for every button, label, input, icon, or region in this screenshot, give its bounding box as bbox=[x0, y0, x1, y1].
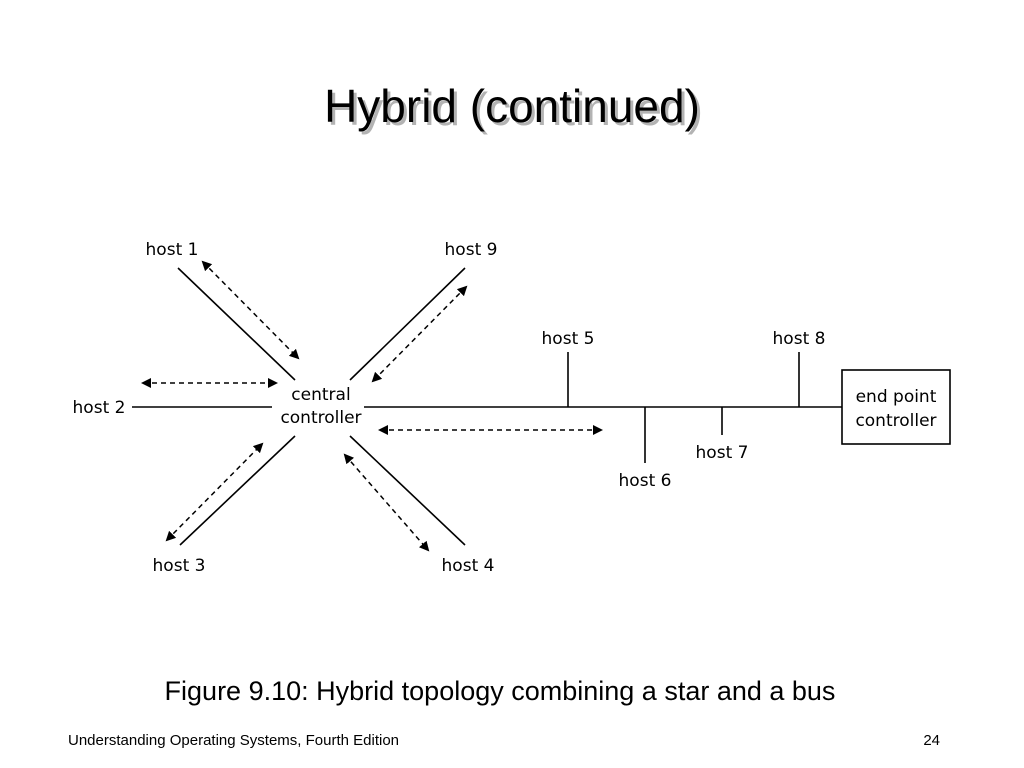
end-point-controller-box bbox=[841, 369, 951, 445]
flow-arrow-host-3 bbox=[165, 442, 264, 542]
host-label-1: host 1 bbox=[146, 240, 199, 260]
page-number: 24 bbox=[923, 732, 940, 749]
flow-arrow-host-9 bbox=[371, 285, 468, 383]
host-label-5: host 5 bbox=[542, 329, 595, 349]
data-flow-arrows bbox=[141, 260, 603, 552]
link-host-3 bbox=[179, 435, 296, 546]
footer-book-title: Understanding Operating Systems, Fourth … bbox=[68, 732, 400, 749]
host-label-7: host 7 bbox=[696, 443, 749, 463]
end-controller-label-line2: controller bbox=[855, 411, 936, 431]
host-label-4: host 4 bbox=[442, 556, 495, 576]
slide-title: Hybrid (continued) bbox=[324, 80, 700, 132]
link-host-4 bbox=[349, 435, 466, 546]
host-label-9: host 9 bbox=[445, 240, 498, 260]
host-label-6: host 6 bbox=[619, 471, 672, 491]
figure-caption: Figure 9.10: Hybrid topology combining a… bbox=[164, 676, 836, 706]
link-host-9 bbox=[349, 267, 466, 381]
host-label-8: host 8 bbox=[773, 329, 826, 349]
link-host-1 bbox=[177, 267, 296, 381]
flow-arrow-host-4 bbox=[343, 453, 430, 552]
end-controller-label-line1: end point bbox=[856, 387, 937, 407]
bus bbox=[364, 352, 842, 463]
host-label-3: host 3 bbox=[153, 556, 206, 576]
hub-label-line1: central bbox=[291, 385, 350, 405]
flow-arrow-host-1 bbox=[201, 260, 300, 360]
host-label-2: host 2 bbox=[73, 398, 126, 418]
hub-label-line2: controller bbox=[280, 408, 361, 428]
